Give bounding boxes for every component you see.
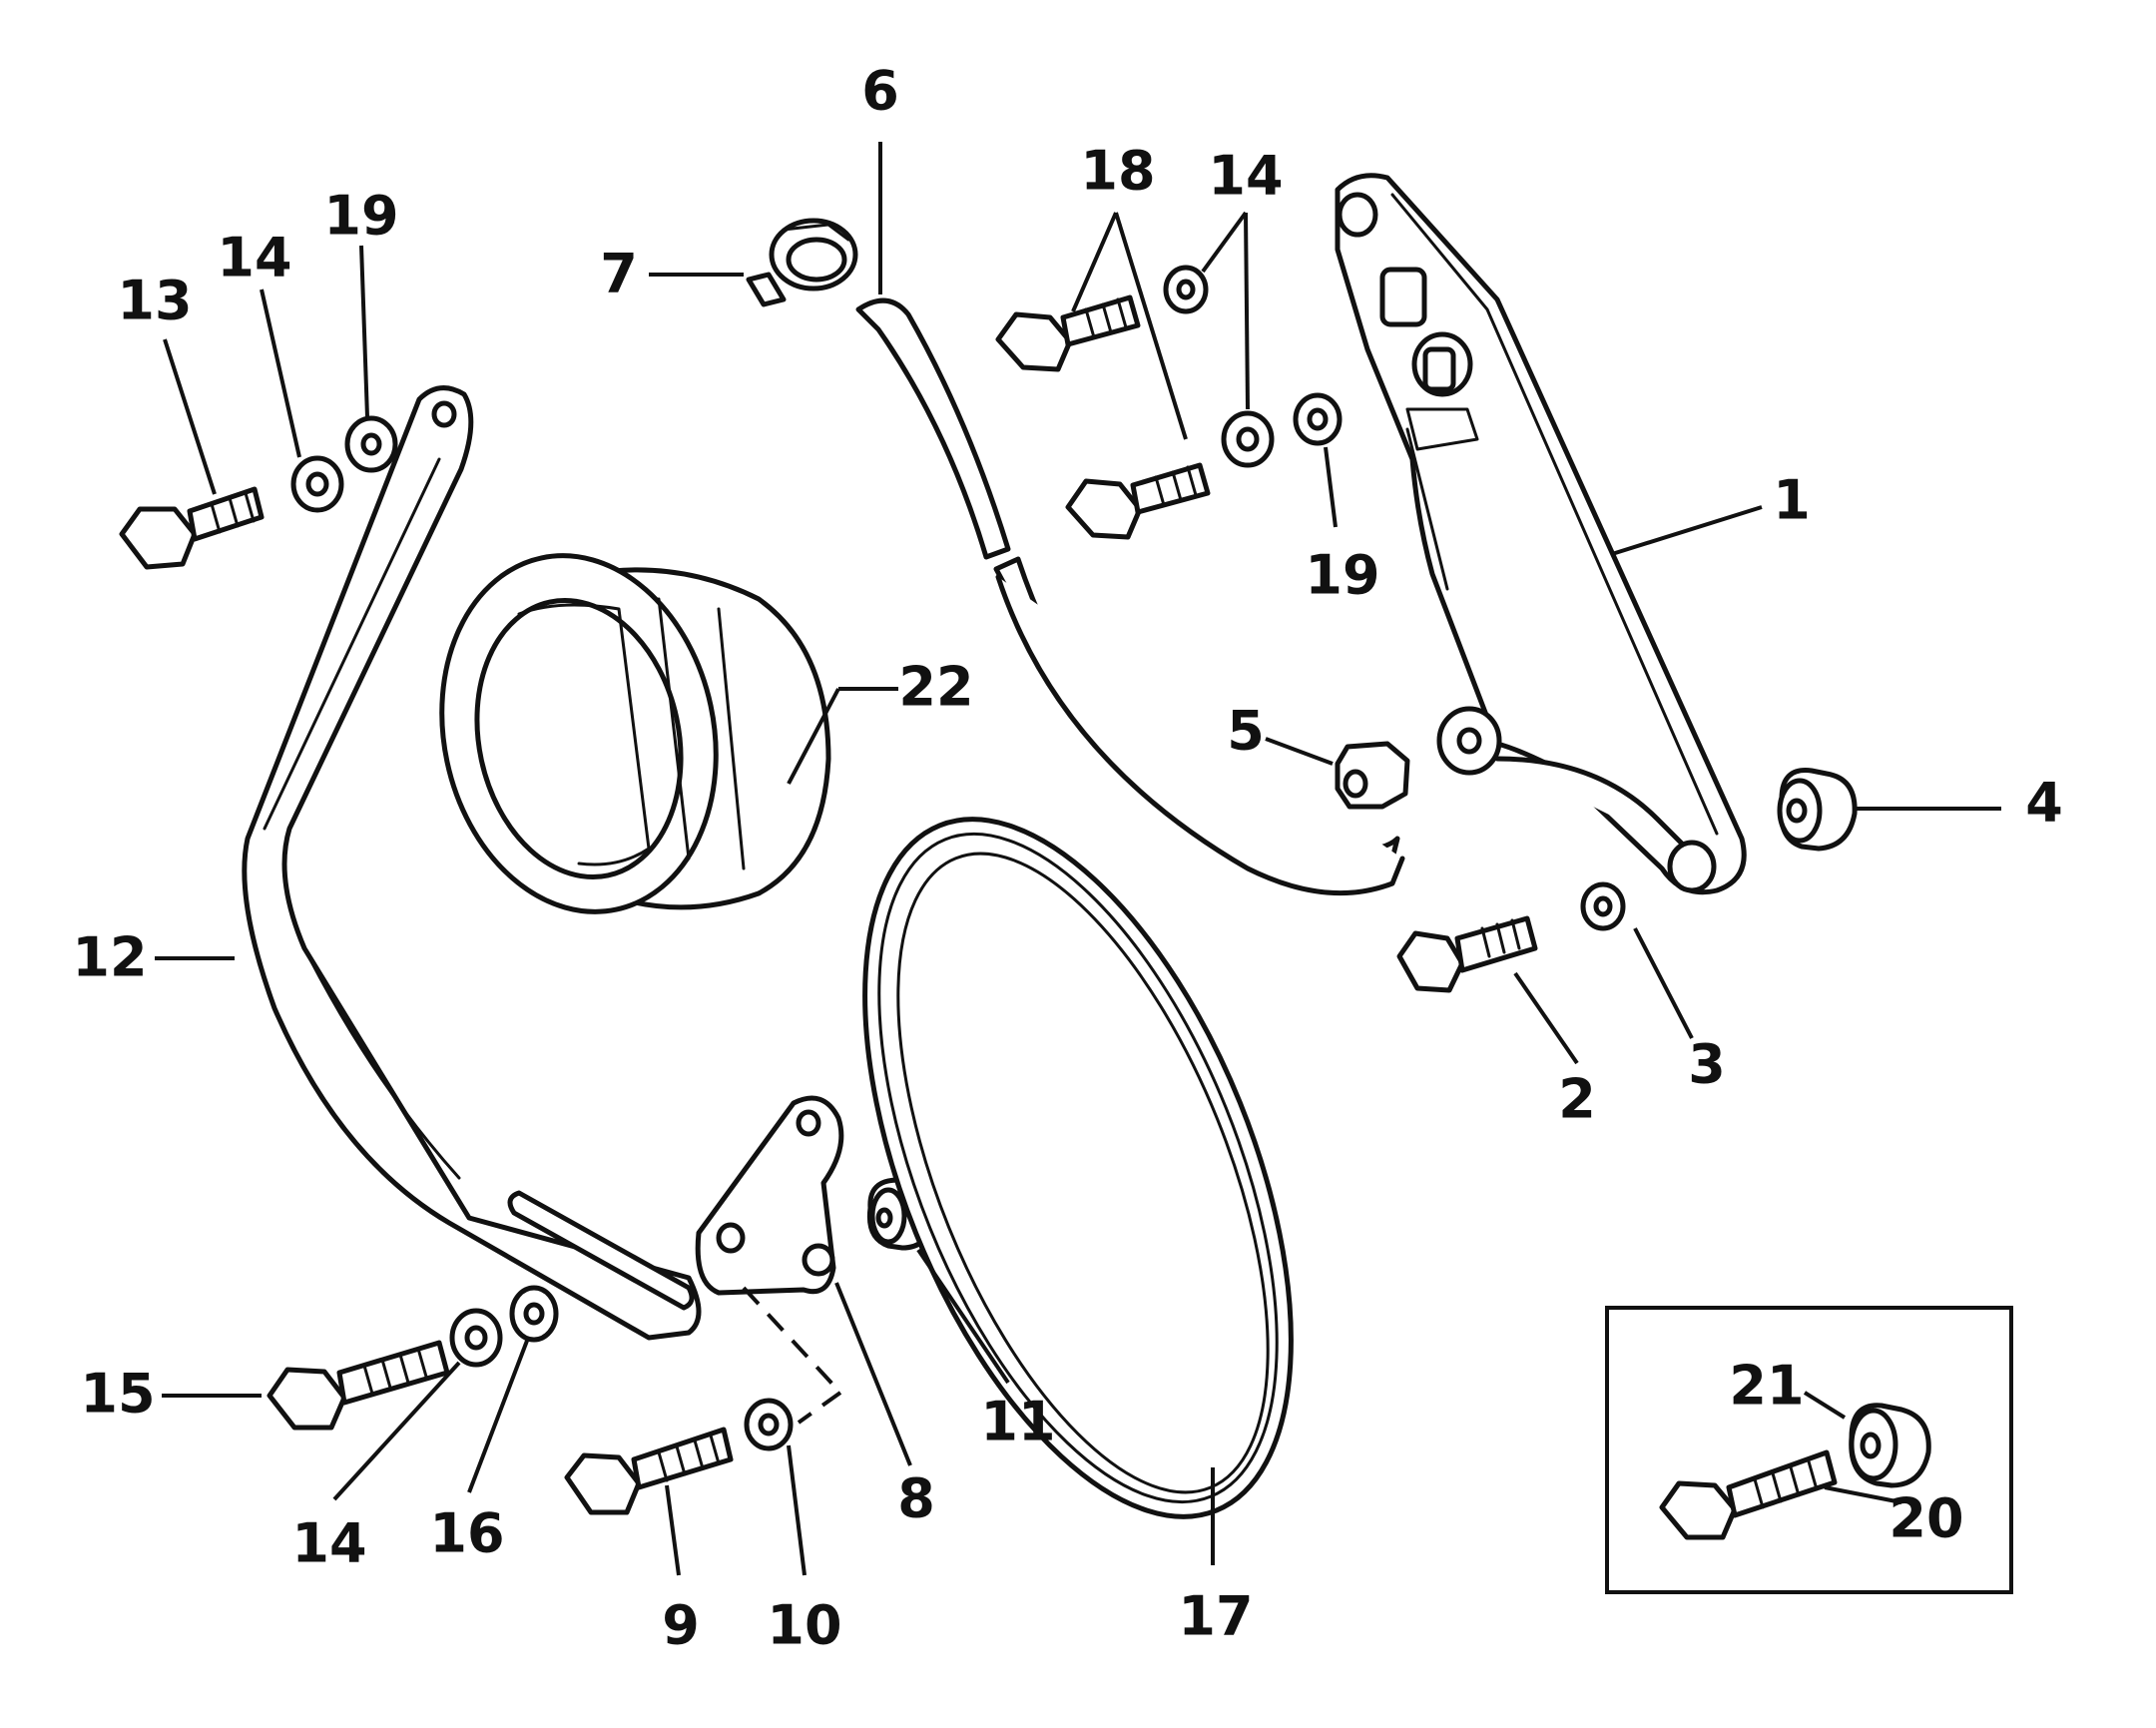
callout-1: 1 bbox=[1773, 469, 1811, 532]
leader-lines bbox=[155, 142, 2001, 1576]
callout-3: 3 bbox=[1688, 1033, 1726, 1096]
hose-6 bbox=[855, 297, 1405, 896]
callout-8: 8 bbox=[897, 1467, 935, 1530]
callout-14c: 14 bbox=[291, 1512, 366, 1575]
lock-washer-14c bbox=[1221, 410, 1275, 468]
callout-7: 7 bbox=[600, 243, 638, 305]
flat-washer-19a bbox=[344, 415, 398, 473]
callout-15: 15 bbox=[80, 1363, 155, 1426]
adjusting-strap-12 bbox=[242, 385, 702, 1341]
hose-clamp-7 bbox=[746, 218, 858, 307]
lock-washer-14b bbox=[1163, 265, 1209, 314]
callout-18: 18 bbox=[1080, 140, 1155, 203]
callout-2: 2 bbox=[1558, 1068, 1596, 1131]
callout-19a: 19 bbox=[323, 185, 398, 248]
callout-20: 20 bbox=[1888, 1487, 1963, 1550]
spacer-21 bbox=[1849, 1403, 1931, 1488]
callout-16: 16 bbox=[429, 1502, 504, 1565]
callout-17: 17 bbox=[1178, 1585, 1253, 1648]
bracket-arm bbox=[1335, 173, 1747, 895]
bolt-18b bbox=[1065, 462, 1211, 540]
bolt-13 bbox=[119, 486, 265, 570]
flat-washer-16 bbox=[509, 1285, 559, 1343]
lock-washer-14a bbox=[290, 455, 344, 513]
callout-5: 5 bbox=[1227, 700, 1265, 763]
spacer-4 bbox=[1777, 768, 1858, 852]
callout-13: 13 bbox=[117, 270, 192, 332]
mounting-plate-8 bbox=[695, 1095, 844, 1296]
callout-14a: 14 bbox=[217, 227, 291, 289]
flat-washer-19b bbox=[1293, 392, 1343, 446]
lock-washer-3 bbox=[1580, 881, 1626, 931]
callout-11: 11 bbox=[980, 1391, 1055, 1453]
callout-21: 21 bbox=[1729, 1355, 1804, 1418]
bolt-18a bbox=[995, 294, 1141, 372]
inset-box bbox=[1605, 1306, 2013, 1594]
lock-washer-10 bbox=[744, 1398, 794, 1451]
lock-washer-14d bbox=[449, 1308, 503, 1368]
callout-14b: 14 bbox=[1208, 145, 1283, 208]
drive-belt-17 bbox=[862, 817, 1294, 1519]
callout-22: 22 bbox=[898, 656, 973, 719]
bolt-9 bbox=[564, 1427, 734, 1515]
nut-5 bbox=[1335, 741, 1410, 810]
callout-10: 10 bbox=[767, 1594, 841, 1657]
callout-12: 12 bbox=[72, 926, 147, 989]
callout-19b: 19 bbox=[1305, 544, 1379, 607]
bolt-2 bbox=[1396, 915, 1538, 993]
callout-4: 4 bbox=[2025, 772, 2063, 835]
bolt-20 bbox=[1659, 1449, 1838, 1540]
bolt-15 bbox=[267, 1340, 450, 1431]
seal-22 bbox=[439, 553, 831, 914]
callout-9: 9 bbox=[662, 1594, 700, 1657]
callout-6: 6 bbox=[861, 60, 899, 123]
callout-labels: 1 2 3 4 5 6 7 8 9 10 11 12 13 14 14 14 1… bbox=[72, 60, 2062, 1657]
